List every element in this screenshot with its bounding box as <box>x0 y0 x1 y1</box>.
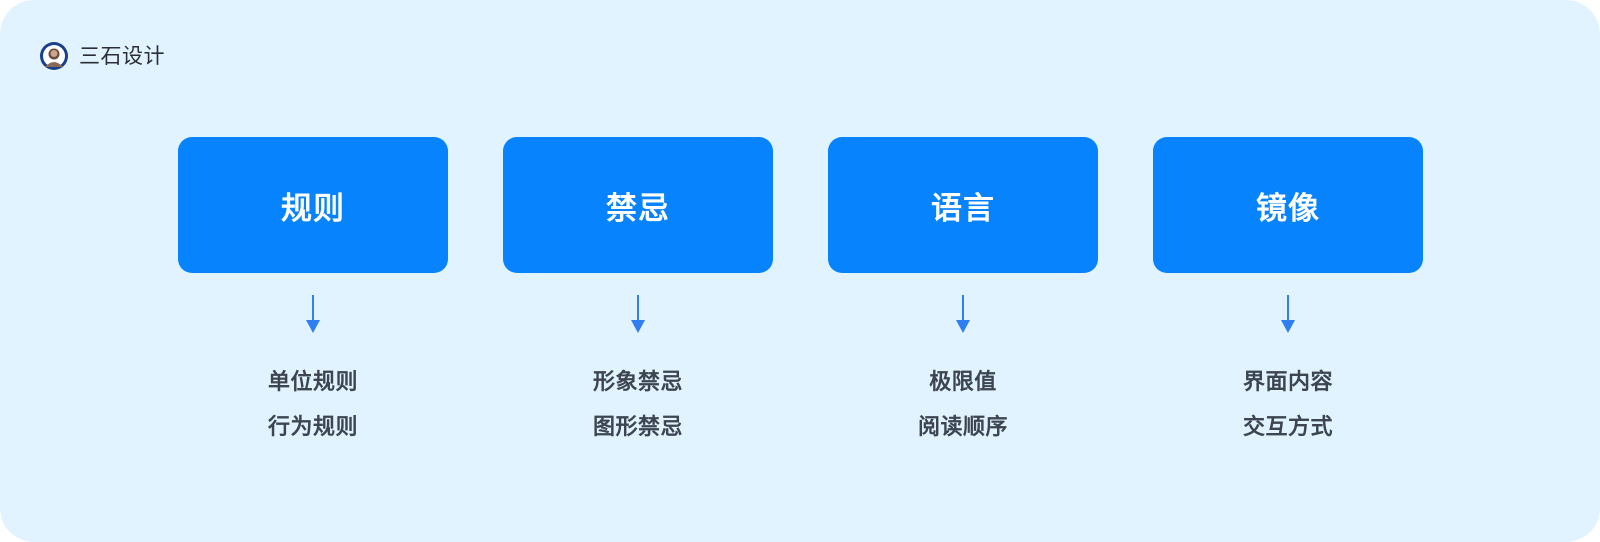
list-item: 行为规则 <box>267 414 358 440</box>
arrow-down-icon <box>1281 295 1295 333</box>
item-list: 极限值 阅读顺序 <box>828 360 1098 450</box>
column-taboos: 禁忌 形象禁忌 图形禁忌 <box>503 137 773 450</box>
avatar-icon <box>40 42 68 70</box>
card-rules: 规则 <box>178 137 448 273</box>
list-item: 单位规则 <box>267 369 358 395</box>
card-language: 语言 <box>828 137 1098 273</box>
card-title: 语言 <box>931 190 995 227</box>
brand: 三石设计 <box>39 41 165 71</box>
column-language: 语言 极限值 阅读顺序 <box>828 137 1098 450</box>
brand-name: 三石设计 <box>79 44 165 68</box>
arrow-down-icon <box>956 295 970 333</box>
list-item: 极限值 <box>929 369 997 395</box>
card-title: 镜像 <box>1256 190 1320 227</box>
list-item: 阅读顺序 <box>917 414 1008 440</box>
arrow-down-icon <box>306 295 320 333</box>
item-list: 单位规则 行为规则 <box>178 360 448 450</box>
card-mirror: 镜像 <box>1153 137 1423 273</box>
arrow-down-icon <box>631 295 645 333</box>
column-rules: 规则 单位规则 行为规则 <box>178 137 448 450</box>
card-taboos: 禁忌 <box>503 137 773 273</box>
list-item: 图形禁忌 <box>592 414 683 440</box>
card-title: 规则 <box>281 190 345 227</box>
column-mirror: 镜像 界面内容 交互方式 <box>1153 137 1423 450</box>
list-item: 界面内容 <box>1242 369 1333 395</box>
list-item: 形象禁忌 <box>592 369 683 395</box>
list-item: 交互方式 <box>1242 414 1333 440</box>
item-list: 形象禁忌 图形禁忌 <box>503 360 773 450</box>
card-title: 禁忌 <box>606 190 670 227</box>
item-list: 界面内容 交互方式 <box>1153 360 1423 450</box>
